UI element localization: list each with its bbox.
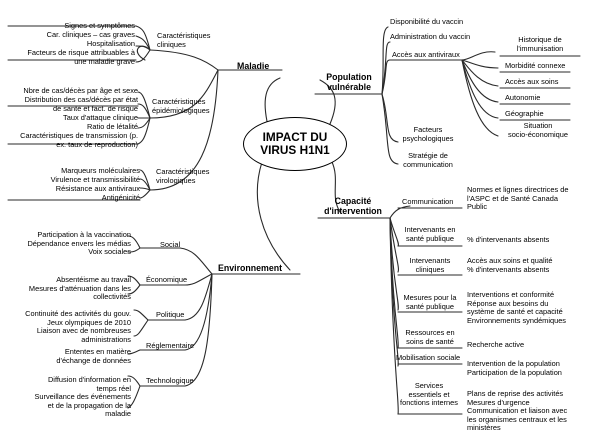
environnement-economique-items: Absentéisme au travail Mesures d'atténua…: [28, 275, 131, 302]
epidemio-item: Distribution des cas/décès par état de s…: [24, 95, 138, 113]
epidemio-item: Caractéristiques de transmission (p. ex.…: [20, 131, 138, 149]
facteurs-item: Accès aux soins: [505, 77, 559, 86]
capacite-communication-detail: Normes et lignes directrices de l'ASPC e…: [467, 185, 569, 212]
cliniques-item: Facteurs de risque attribuables à une ma…: [27, 48, 135, 66]
branch-capacite: Capacité d'intervention: [324, 196, 382, 216]
capacite-services-label: Services essentiels et fonctions interne…: [400, 381, 458, 408]
capacite-intervenants-cl-detail: Accès aux soins et qualité % d'intervena…: [467, 256, 553, 274]
capacite-services-detail: Plans de reprise des activités Mesures d…: [467, 389, 568, 433]
population-vaccin-administration: Administration du vaccin: [390, 32, 471, 41]
virologiques-item: Résistance aux antiviraux: [55, 184, 140, 193]
cliniques-item: Car. cliniques – cas graves: [46, 30, 135, 39]
facteurs-item: Morbidité connexe: [505, 61, 566, 70]
population-strategie: Stratégie de communication: [403, 151, 453, 169]
capacite-intervenants-sp-detail: % d'intervenants absents: [467, 235, 550, 244]
environnement-politique-label: Politique: [156, 310, 185, 319]
virologiques-item: Marqueurs moléculaires: [61, 166, 140, 175]
capacite-intervenants-sp-label: Intervenants en santé publique: [404, 225, 456, 243]
branch-maladie: Maladie: [237, 61, 270, 71]
virologiques-item: Virulence et transmissibilité: [50, 175, 140, 184]
epidemio-item: Ratio de létalité: [87, 122, 138, 131]
facteurs-item: Historique de l'immunisation: [516, 35, 564, 53]
capacite-ressources-label: Ressources en soins de santé: [405, 328, 455, 346]
environnement-reglementaire-items: Ententes en matière d'échange de données: [56, 347, 131, 365]
capacite-mesures-label: Mesures pour la santé publique: [403, 293, 457, 311]
environnement-politique-items: Continuité des activités du gouv. Jeux o…: [25, 309, 131, 344]
epidemio-item: Nbre de cas/décès par âge et sexe: [23, 86, 138, 95]
maladie-virologiques-label: Caractéristiques virologiques: [156, 167, 210, 185]
environnement-social-items: Participation à la vaccination Dépendanc…: [27, 230, 131, 257]
center-title: IMPACT DU VIRUS H1N1: [260, 129, 330, 157]
facteurs-item: Situation socio-économique: [508, 121, 568, 139]
virologiques-item: Antigénicité: [101, 193, 140, 202]
facteurs-item: Autonomie: [505, 93, 541, 102]
environnement-economique-label: Économique: [146, 275, 188, 284]
branch-environnement: Environnement: [218, 263, 283, 273]
cliniques-item: Hospitalisation: [86, 39, 135, 48]
population-facteurs-label: Facteurs psychologiques: [402, 125, 454, 143]
environnement-reglementaire-label: Réglementaire: [146, 341, 195, 350]
center-node: IMPACT DU VIRUS H1N1: [243, 117, 347, 171]
capacite-mesures-detail: Interventions et conformité Réponse aux …: [467, 290, 567, 325]
branch-population: Population vulnérable: [326, 72, 372, 92]
population-antiviraux: Accès aux antiviraux: [392, 50, 460, 59]
capacite-intervenants-cl-label: Intervenants cliniques: [409, 256, 451, 274]
capacite-mobilisation-label: Mobilisation sociale: [396, 353, 461, 362]
cliniques-item: Signes et symptômes: [64, 21, 135, 30]
population-vaccin-disponibilite: Disponibilité du vaccin: [390, 17, 464, 26]
capacite-ressources-detail: Recherche active: [467, 340, 525, 349]
environnement-technologique-items: Diffusion d'information en temps réel Su…: [34, 375, 131, 419]
epidemio-item: Taux d'attaque clinique: [63, 113, 138, 122]
environnement-social-label: Social: [160, 240, 181, 249]
facteurs-item: Géographie: [505, 109, 544, 118]
maladie-cliniques-label: Caractéristiques cliniques: [157, 31, 211, 49]
maladie-epidemio-label: Caractéristiques épidémiologiques: [152, 97, 210, 115]
capacite-communication-label: Communication: [402, 197, 454, 206]
environnement-technologique-label: Technologique: [146, 376, 194, 385]
capacite-mobilisation-detail: Intervention de la population Participat…: [467, 359, 562, 377]
